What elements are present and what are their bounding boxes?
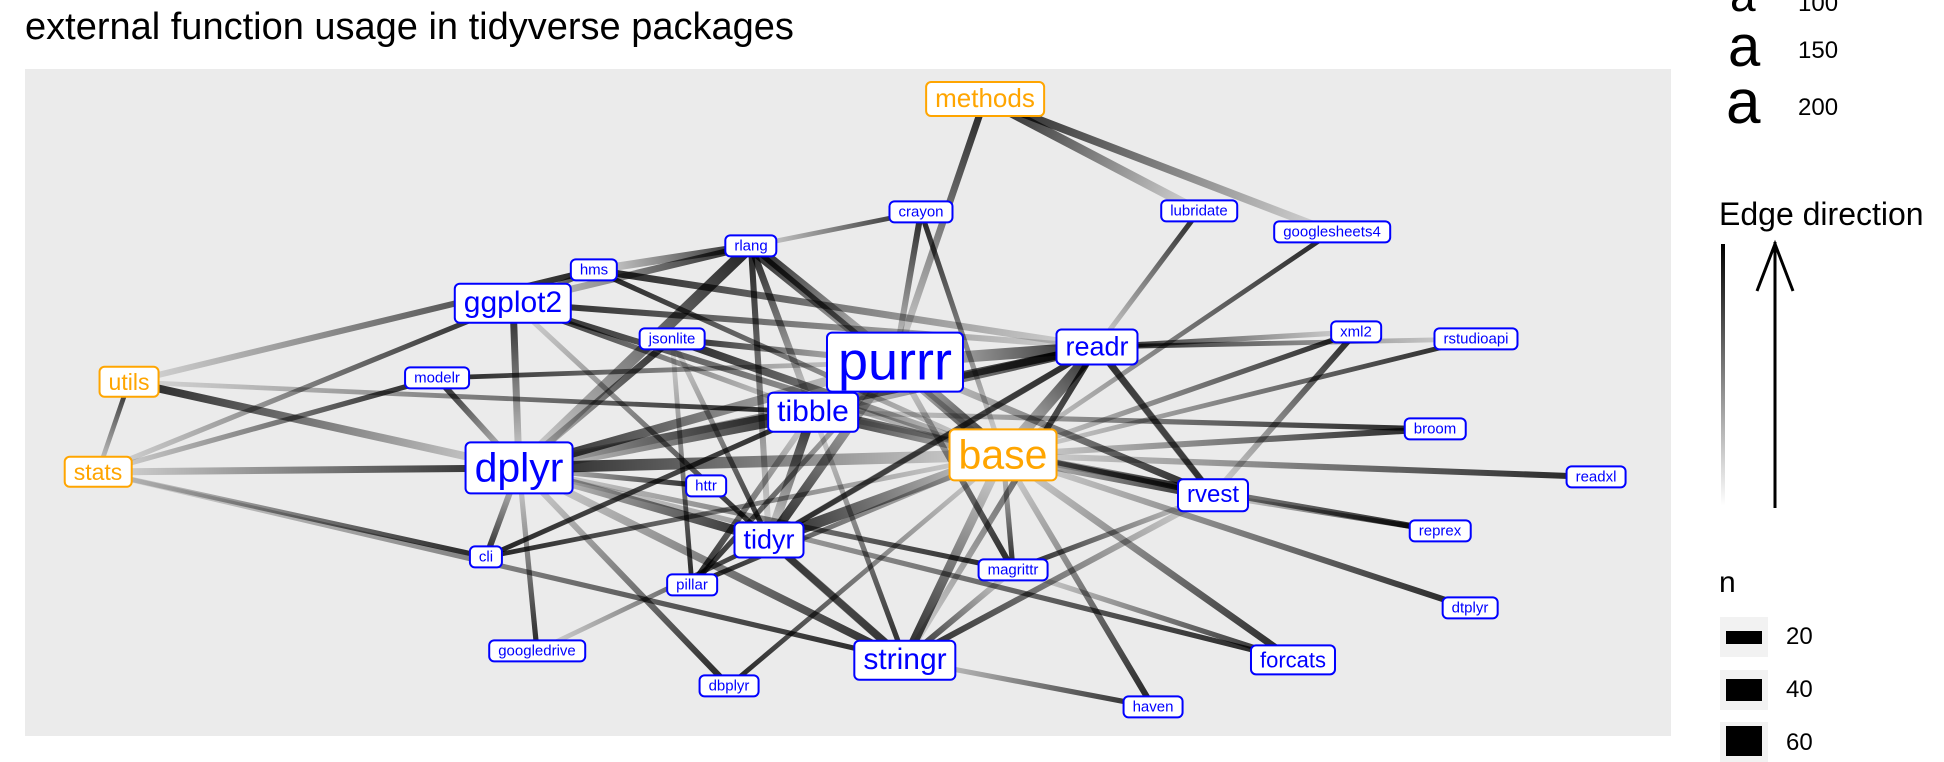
node-readr: readr	[1055, 328, 1139, 366]
size-label-200: 200	[1798, 94, 1839, 121]
node-purrr: purrr	[825, 331, 965, 393]
edge-cli-tibble	[484, 409, 815, 560]
size-glyph-150: a	[1728, 14, 1761, 79]
node-dbplyr: dbplyr	[698, 674, 760, 698]
node-httr: httr	[685, 474, 727, 498]
size-label-100: 100	[1798, 0, 1839, 17]
edge-direction-key	[1721, 239, 1795, 508]
node-haven: haven	[1122, 695, 1184, 719]
node-methods: methods	[925, 81, 1045, 117]
n-swatch-60	[1726, 726, 1762, 756]
node-googlesheets4: googlesheets4	[1273, 220, 1391, 244]
edge-tibble-pillar	[689, 410, 816, 587]
node-dplyr: dplyr	[464, 441, 574, 495]
edge-base-dplyr	[518, 449, 1004, 474]
node-lubridate: lubridate	[1160, 199, 1238, 223]
node-magrittr: magrittr	[977, 558, 1049, 582]
edge-dplyr-utils	[128, 378, 520, 472]
n-title: n	[1719, 566, 1736, 599]
edge-tibble-stringr	[810, 411, 908, 661]
n-label-60: 60	[1786, 729, 1813, 756]
edge-rstudioapi-readr	[1096, 336, 1477, 350]
edge-readr-tidyr	[767, 344, 1099, 543]
edge-readr-ggplot2	[512, 299, 1098, 351]
size-glyph-200: a	[1726, 68, 1761, 137]
legend: a 100 a 150 a 200 Edge direction n 20 40…	[1700, 0, 1944, 762]
edge-magrittr-forcats	[1012, 567, 1294, 663]
edge-stats-dplyr	[97, 464, 520, 476]
edge-base-broom	[1002, 425, 1436, 459]
edge-direction-title: Edge direction	[1719, 196, 1924, 232]
edge-base-forcats	[1000, 452, 1296, 663]
size-label-150: 150	[1798, 37, 1839, 64]
node-xml2: xml2	[1330, 320, 1382, 344]
node-base: base	[948, 428, 1058, 482]
edge-dplyr-ggplot2	[509, 302, 523, 469]
edge-purrr-modelr	[436, 359, 896, 381]
edge-dplyr-magrittr	[518, 465, 1014, 573]
node-broom: broom	[1403, 417, 1467, 441]
node-rlang: rlang	[724, 234, 778, 258]
node-hms: hms	[569, 258, 619, 282]
edge-base-hms	[592, 267, 1005, 458]
n-label-40: 40	[1786, 676, 1813, 703]
edge-tibble-broom	[812, 409, 1436, 432]
node-stats: stats	[63, 455, 133, 489]
size-glyph-100: a	[1730, 0, 1756, 18]
node-tidyr: tidyr	[733, 521, 805, 559]
direction-gradient-bar	[1721, 244, 1725, 506]
node-jsonlite: jsonlite	[638, 327, 706, 351]
edge-jsonlite-tidyr	[669, 337, 772, 542]
edge-lubridate-methods	[982, 94, 1202, 216]
edge-base-dbplyr	[727, 453, 1005, 688]
node-readxl: readxl	[1565, 465, 1627, 489]
chart-title: external function usage in tidyverse pac…	[25, 6, 794, 48]
edge-googledrive-tidyr	[535, 537, 771, 654]
edge-dplyr-dbplyr	[516, 465, 732, 689]
node-forcats: forcats	[1249, 644, 1337, 676]
edge-purrr-pillar	[690, 360, 897, 587]
edge-utils-tibble	[128, 379, 814, 415]
edge-dplyr-googledrive	[516, 467, 540, 652]
edge-base-haven	[1000, 453, 1156, 709]
edge-base-rstudioapi	[1002, 336, 1477, 458]
n-label-20: 20	[1786, 623, 1813, 650]
edge-readr-lubridate	[1094, 209, 1202, 349]
node-modelr: modelr	[404, 366, 470, 390]
node-ggplot2: ggplot2	[453, 282, 573, 324]
edge-ggplot2-tidyr	[511, 301, 771, 542]
n-swatch-40	[1726, 679, 1762, 701]
edge-googlesheets4-methods	[983, 95, 1334, 236]
edge-base-stringr	[900, 452, 1008, 663]
node-crayon: crayon	[888, 200, 954, 224]
node-rstudioapi: rstudioapi	[1433, 327, 1519, 351]
edge-readr-rvest	[1094, 345, 1216, 497]
node-cli: cli	[468, 545, 504, 569]
node-utils: utils	[98, 365, 160, 399]
edge-base-dtplyr	[1002, 452, 1471, 611]
node-stringr: stringr	[853, 639, 957, 681]
network-graph: methods crayon lubridate googlesheets4 rlang…	[25, 69, 1671, 736]
edge-dplyr-forcats	[518, 465, 1294, 663]
node-rvest: rvest	[1176, 478, 1250, 512]
edge-rvest-stringr	[903, 492, 1215, 663]
n-swatch-20	[1726, 631, 1762, 644]
node-tibble: tibble	[767, 391, 859, 433]
node-reprex: reprex	[1408, 519, 1472, 543]
edge-stringr-readr	[902, 345, 1100, 662]
edge-rvest-xml2	[1210, 329, 1359, 498]
edge-readr-hms	[593, 266, 1098, 351]
edge-base-readxl	[1002, 451, 1597, 481]
node-pillar: pillar	[666, 573, 718, 597]
node-dtplyr: dtplyr	[1441, 596, 1499, 620]
edge-rvest-reprex	[1212, 492, 1441, 534]
edge-dplyr-stringr	[517, 464, 907, 664]
node-googledrive: googledrive	[488, 639, 586, 663]
direction-arrow-head	[1755, 239, 1795, 292]
